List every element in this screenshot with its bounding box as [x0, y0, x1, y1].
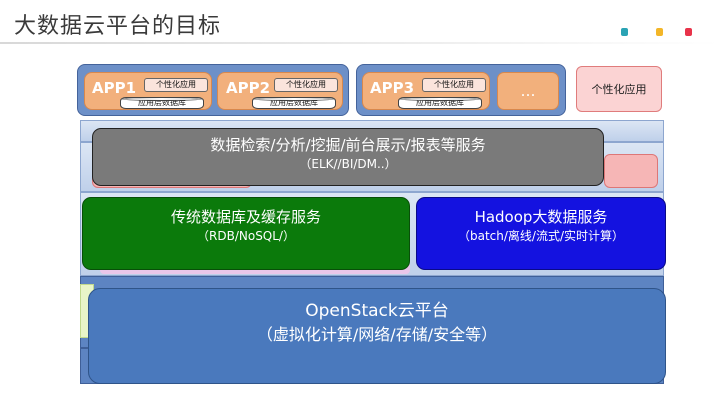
- app1-name: APP1: [92, 79, 137, 97]
- traditional-db-title: 传统数据库及缓存服务: [170, 208, 321, 226]
- app2-name: APP2: [226, 79, 271, 97]
- hadoop-title: Hadoop大数据服务: [474, 208, 608, 226]
- analysis-services-sub: （ELK//BI/DM..）: [299, 157, 397, 171]
- app2-personal-tag: 个性化应用: [274, 78, 338, 92]
- corner-dot-red: [685, 28, 692, 36]
- corner-dot-teal: [621, 28, 628, 36]
- app1-personal-tag: 个性化应用: [144, 78, 208, 92]
- app3-db: 应用层数据库: [398, 97, 482, 109]
- traditional-db-layer[interactable]: 传统数据库及缓存服务 （RDB/NoSQL/）: [82, 197, 410, 270]
- app1-db: 应用层数据库: [120, 97, 204, 109]
- more-apps-box[interactable]: …: [497, 72, 559, 110]
- title-divider: [0, 42, 720, 44]
- corner-dot-yellow: [656, 28, 663, 36]
- analysis-underlay-right: [604, 154, 658, 188]
- openstack-sub: （虚拟化计算/网络/存储/安全等）: [256, 325, 498, 344]
- app3-personal-tag: 个性化应用: [422, 78, 486, 92]
- hadoop-layer[interactable]: Hadoop大数据服务 （batch/离线/流式/实时计算）: [416, 197, 666, 270]
- app3-name: APP3: [370, 79, 415, 97]
- analysis-services-title: 数据检索/分析/挖掘/前台展示/报表等服务: [210, 136, 486, 154]
- openstack-title: OpenStack云平台: [305, 301, 449, 321]
- app2-db: 应用层数据库: [252, 97, 336, 109]
- standalone-personal-app[interactable]: 个性化应用: [576, 66, 662, 112]
- openstack-layer[interactable]: OpenStack云平台 （虚拟化计算/网络/存储/安全等）: [88, 288, 666, 384]
- slide-title: 大数据云平台的目标: [14, 14, 222, 39]
- analysis-services-layer[interactable]: 数据检索/分析/挖掘/前台展示/报表等服务 （ELK//BI/DM..）: [92, 128, 604, 186]
- hadoop-sub: （batch/离线/流式/实时计算）: [457, 229, 624, 243]
- traditional-db-sub: （RDB/NoSQL/）: [197, 229, 295, 243]
